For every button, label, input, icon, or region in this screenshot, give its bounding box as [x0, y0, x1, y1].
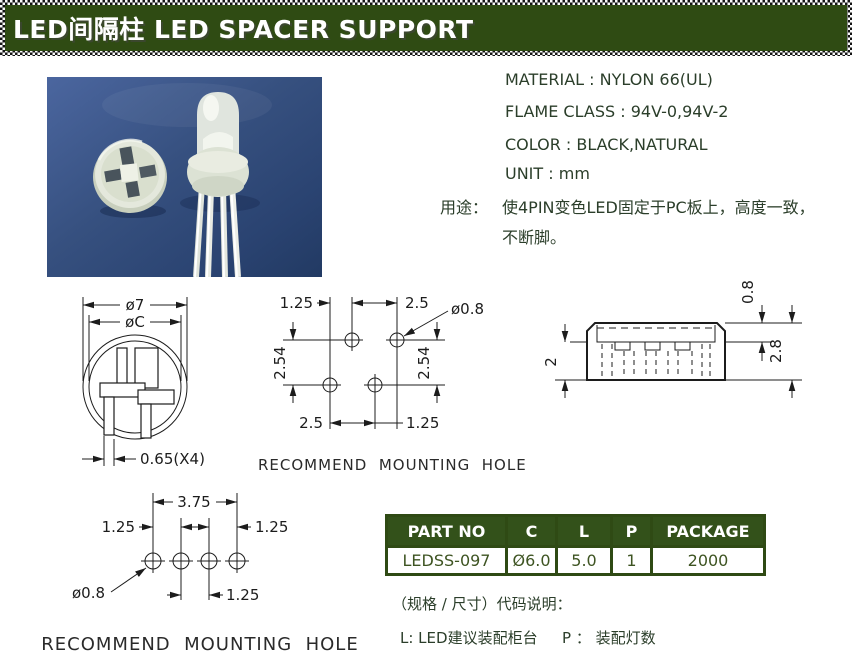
- hole-pattern-drawing: 1.25 2.5 ø0.8 2.54 2.54 2.5 1.25: [271, 294, 484, 432]
- product-photo-art: [47, 77, 322, 278]
- dim-bottom-right: 1.25: [406, 414, 439, 432]
- note-p: P ： 装配灯数: [562, 629, 656, 647]
- dim-height-lower: 2: [542, 357, 560, 367]
- note-l: L: LED建议装配柜台: [400, 629, 538, 647]
- col-part-no: PART NO: [385, 514, 508, 548]
- dim-hole-diameter: ø0.8: [451, 300, 484, 318]
- dim-bottom-left: 2.5: [299, 414, 323, 432]
- dim-span: 3.75: [177, 493, 210, 511]
- dim-pitch-left: 1.25: [102, 518, 135, 536]
- photo-background: [47, 77, 322, 277]
- col-p: P: [610, 514, 653, 548]
- spec-color: COLOR : BLACK,NATURAL: [505, 135, 708, 154]
- dim-top-left: 1.25: [280, 294, 313, 312]
- spacer-photo-part: [93, 138, 167, 213]
- usage-text-line1: 使4PIN变色LED固定于PC板上，高度一致，: [502, 198, 815, 217]
- cell-l: 5.0: [555, 545, 613, 576]
- product-photo: [47, 77, 322, 278]
- dim-side-right: 2.54: [415, 346, 433, 379]
- row-pattern-drawing: 3.75 1.25 1.25 ø0.8 1.25: [72, 493, 288, 604]
- spec-material: MATERIAL : NYLON 66(UL): [505, 70, 713, 89]
- dim-inner-diameter: øC: [125, 313, 145, 331]
- top-view-drawing: ø7 øC 0.65(X4): [82, 296, 205, 468]
- spec-flame-class: FLAME CLASS : 94V-0,94V-2: [505, 102, 729, 121]
- dim-top-right: 2.5: [405, 294, 429, 312]
- col-package: PACKAGE: [650, 514, 766, 548]
- dim-side-left: 2.54: [271, 346, 289, 379]
- dim-outer-diameter: ø7: [126, 296, 145, 314]
- table-row: LEDSS-097 Ø6.0 5.0 1 2000: [385, 545, 766, 576]
- page-title: LED间隔柱 LED SPACER SUPPORT: [13, 15, 474, 44]
- dim-pitch-bottom: 1.25: [226, 586, 259, 604]
- cell-c: Ø6.0: [505, 545, 558, 576]
- header-bar: LED间隔柱 LED SPACER SUPPORT: [0, 0, 852, 56]
- led-photo-part: [187, 92, 249, 278]
- cell-package: 2000: [650, 545, 766, 576]
- dim-slot-width: 0.65(X4): [140, 450, 205, 468]
- dim-recess-depth: 0.8: [739, 280, 757, 304]
- cell-p: 1: [610, 545, 653, 576]
- usage-label: 用途：: [440, 198, 489, 217]
- cell-part-no: LEDSS-097: [385, 545, 508, 576]
- spec-unit: UNIT : mm: [505, 164, 590, 183]
- mounting-hole-caption-2: RECOMMEND MOUNTING HOLE: [41, 634, 359, 655]
- dim-pitch-right: 1.25: [255, 518, 288, 536]
- table-header-row: PART NO C L P PACKAGE: [385, 514, 766, 548]
- dim-total-height: 2.8: [767, 339, 785, 363]
- col-l: L: [555, 514, 613, 548]
- notes-title: （规格 / 尺寸）代码说明：: [392, 595, 572, 613]
- parts-table: PART NO C L P PACKAGE LEDSS-097 Ø6.0 5.0…: [385, 514, 766, 576]
- usage-text-line2: 不断脚。: [502, 228, 567, 247]
- header-green-bar: LED间隔柱 LED SPACER SUPPORT: [5, 5, 847, 51]
- col-c: C: [505, 514, 558, 548]
- mounting-hole-caption-1: RECOMMEND MOUNTING HOLE: [258, 456, 527, 474]
- dim-hole-diameter-2: ø0.8: [72, 584, 105, 602]
- side-view-drawing: 2 0.8 2.8: [542, 280, 802, 398]
